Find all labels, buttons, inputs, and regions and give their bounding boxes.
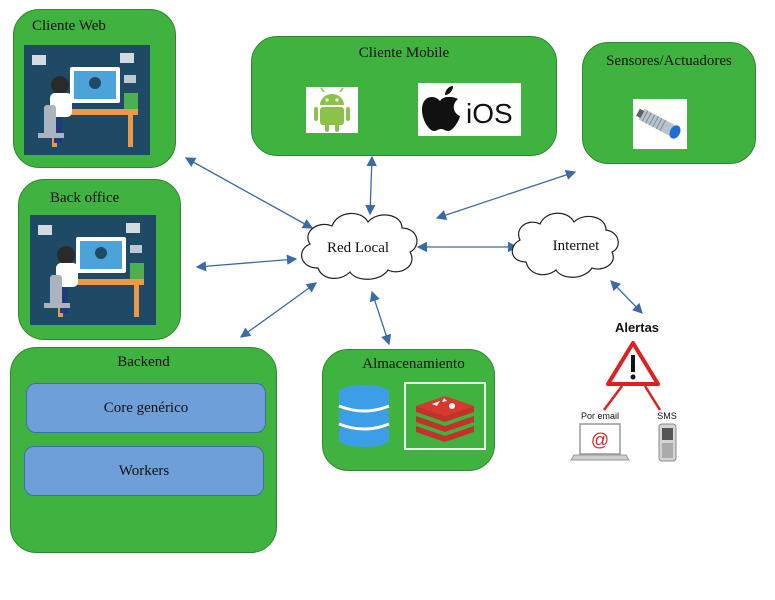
sensor-icon — [633, 99, 687, 149]
alertas-title: Alertas — [614, 320, 660, 335]
backend-title: Backend — [117, 354, 170, 370]
developer-illustration — [30, 215, 156, 325]
arrow-backoffice-redlocal — [195, 254, 298, 272]
alert-email-label: Por email — [580, 411, 619, 421]
red-local-label: Red Local — [326, 240, 390, 256]
ios-label: iOS — [466, 98, 513, 129]
arrow-mobile-redlocal — [365, 155, 377, 216]
cliente-mobile-title: Cliente Mobile — [358, 45, 450, 61]
arrow-web-redlocal — [184, 157, 314, 229]
cliente-web-box: Cliente Web — [13, 9, 176, 168]
almacenamiento-title: Almacenamiento — [362, 356, 465, 372]
arrow-internet-alertas — [610, 280, 643, 314]
workers-module: Workers — [24, 446, 264, 496]
sensores-box: Sensores/Actuadores — [582, 42, 756, 164]
back-office-box: Back office — [18, 179, 181, 340]
backend-box: Backend Core genérico Workers — [10, 347, 277, 553]
core-generico-module: Core genérico — [26, 383, 266, 433]
arrow-sensores-redlocal — [435, 169, 577, 221]
internet-label: Internet — [552, 238, 600, 254]
developer-illustration — [24, 45, 150, 155]
arrow-backend-redlocal — [239, 282, 318, 338]
apple-ios-logo: iOS — [418, 83, 521, 136]
sensores-title: Sensores/Actuadores — [606, 53, 732, 69]
arrow-almac-redlocal — [369, 290, 392, 346]
alert-sms-label: SMS — [657, 411, 677, 421]
cliente-web-title: Cliente Web — [32, 18, 106, 34]
android-icon — [306, 87, 358, 133]
back-office-title: Back office — [50, 190, 120, 206]
almacenamiento-box: Almacenamiento — [322, 349, 495, 471]
database-icon — [337, 384, 391, 448]
cliente-mobile-box: Cliente Mobile iOS — [251, 36, 557, 156]
redis-logo — [404, 382, 486, 450]
